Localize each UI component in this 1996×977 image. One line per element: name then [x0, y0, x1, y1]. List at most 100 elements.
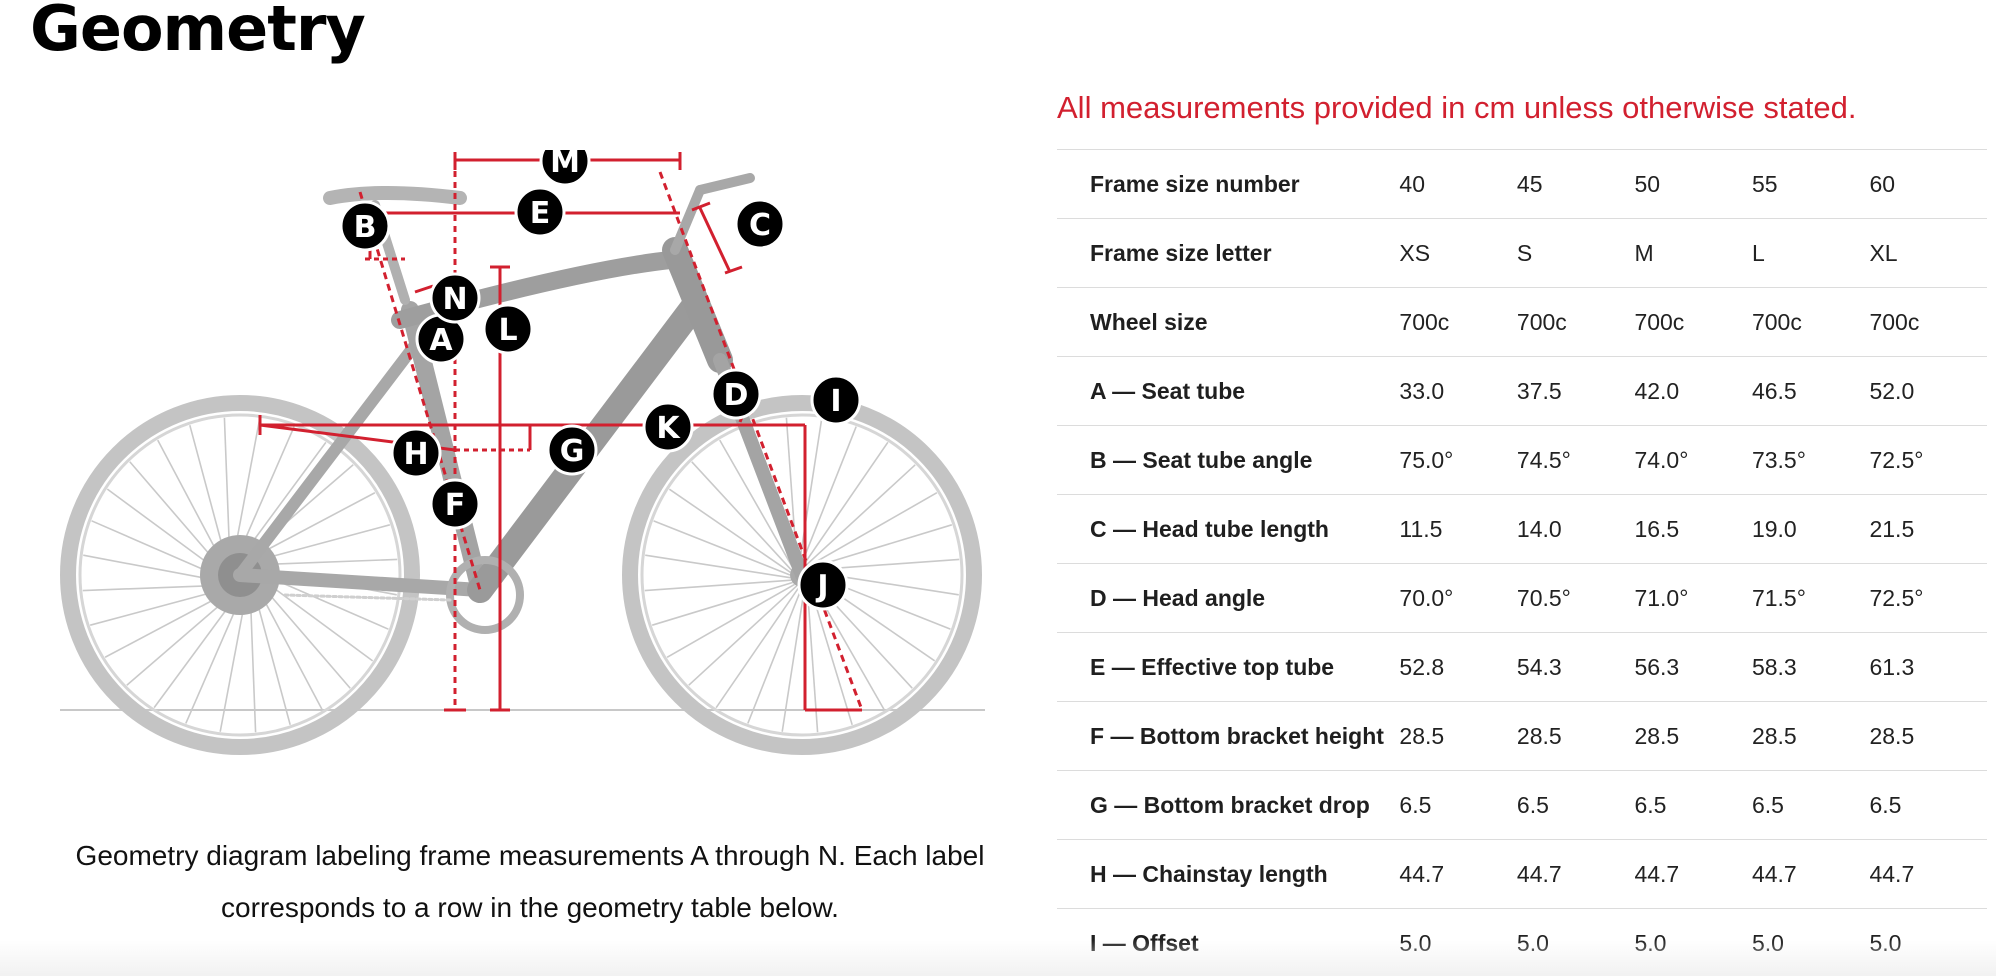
table-cell: 42.0: [1634, 357, 1752, 426]
marker-label: H: [403, 437, 428, 472]
marker-label: D: [724, 378, 749, 413]
units-notice: All measurements provided in cm unless o…: [1057, 86, 1856, 130]
marker-label: I: [830, 384, 841, 419]
marker-e: E: [516, 188, 564, 236]
table-cell: S: [1517, 219, 1635, 288]
table-cell: 6.5: [1399, 771, 1517, 840]
table-cell: 11.5: [1399, 495, 1517, 564]
table-cell: 74.0°: [1634, 426, 1752, 495]
geometry-diagram: A B C D E F G H I J K L M N: [60, 150, 1000, 790]
row-label: I — Offset: [1057, 909, 1399, 977]
table-cell: 40: [1399, 150, 1517, 219]
table-cell: 700c: [1869, 288, 1987, 357]
marker-label: M: [550, 150, 580, 180]
table-cell: 50: [1634, 150, 1752, 219]
table-cell: 55: [1752, 150, 1870, 219]
table-cell: XL: [1869, 219, 1987, 288]
marker-k: K: [644, 403, 692, 451]
row-label: G — Bottom bracket drop: [1057, 771, 1399, 840]
table-cell: 5.0: [1752, 909, 1870, 977]
table-cell: L: [1752, 219, 1870, 288]
table-cell: 33.0: [1399, 357, 1517, 426]
table-cell: 72.5°: [1869, 426, 1987, 495]
table-cell: 74.5°: [1517, 426, 1635, 495]
table-cell: 58.3: [1752, 633, 1870, 702]
marker-c: C: [736, 200, 784, 248]
table-cell: 28.5: [1752, 702, 1870, 771]
marker-n: N: [431, 274, 479, 322]
marker-d: D: [712, 370, 760, 418]
marker-label: K: [656, 411, 681, 446]
table-cell: 5.0: [1517, 909, 1635, 977]
table-cell: 61.3: [1869, 633, 1987, 702]
marker-g: G: [548, 426, 596, 474]
row-label: E — Effective top tube: [1057, 633, 1399, 702]
table-cell: 44.7: [1399, 840, 1517, 909]
diagram-caption: Geometry diagram labeling frame measurem…: [60, 830, 1000, 934]
table-cell: 46.5: [1752, 357, 1870, 426]
table-cell: 44.7: [1517, 840, 1635, 909]
table-cell: 28.5: [1869, 702, 1987, 771]
marker-label: J: [815, 569, 828, 604]
table-cell: 28.5: [1517, 702, 1635, 771]
table-cell: 73.5°: [1752, 426, 1870, 495]
marker-label: F: [445, 488, 466, 523]
row-label: D — Head angle: [1057, 564, 1399, 633]
row-label: A — Seat tube: [1057, 357, 1399, 426]
row-label: Frame size number: [1057, 150, 1399, 219]
table-cell: 6.5: [1752, 771, 1870, 840]
table-cell: 6.5: [1634, 771, 1752, 840]
table-cell: 21.5: [1869, 495, 1987, 564]
marker-label: B: [354, 210, 377, 245]
table-cell: 44.7: [1869, 840, 1987, 909]
table-cell: 16.5: [1634, 495, 1752, 564]
marker-label: N: [442, 282, 467, 317]
marker-label: C: [749, 208, 771, 243]
table-cell: 60: [1869, 150, 1987, 219]
table-cell: 700c: [1517, 288, 1635, 357]
table-cell: 5.0: [1634, 909, 1752, 977]
marker-h: H: [392, 429, 440, 477]
marker-f: F: [431, 480, 479, 528]
row-label: B — Seat tube angle: [1057, 426, 1399, 495]
marker-i: I: [812, 376, 860, 424]
table-cell: 54.3: [1517, 633, 1635, 702]
marker-label: L: [498, 313, 517, 348]
table-cell: 44.7: [1634, 840, 1752, 909]
table-cell: 28.5: [1634, 702, 1752, 771]
marker-label: A: [429, 323, 453, 358]
table-cell: 14.0: [1517, 495, 1635, 564]
row-label: Frame size letter: [1057, 219, 1399, 288]
table-cell: 5.0: [1399, 909, 1517, 977]
table-cell: 72.5°: [1869, 564, 1987, 633]
table-cell: 52.8: [1399, 633, 1517, 702]
marker-j: J: [799, 561, 847, 609]
marker-l: L: [484, 305, 532, 353]
row-label: Wheel size: [1057, 288, 1399, 357]
table-cell: 71.0°: [1634, 564, 1752, 633]
table-cell: 75.0°: [1399, 426, 1517, 495]
table-cell: 700c: [1752, 288, 1870, 357]
table-cell: 52.0: [1869, 357, 1987, 426]
marker-label: G: [560, 434, 585, 469]
row-label: C — Head tube length: [1057, 495, 1399, 564]
marker-label: E: [530, 196, 551, 231]
table-cell: 6.5: [1517, 771, 1635, 840]
table-cell: 37.5: [1517, 357, 1635, 426]
page-title: Geometry: [30, 0, 365, 66]
row-label: F — Bottom bracket height: [1057, 702, 1399, 771]
table-cell: 44.7: [1752, 840, 1870, 909]
table-cell: 700c: [1634, 288, 1752, 357]
table-cell: 6.5: [1869, 771, 1987, 840]
